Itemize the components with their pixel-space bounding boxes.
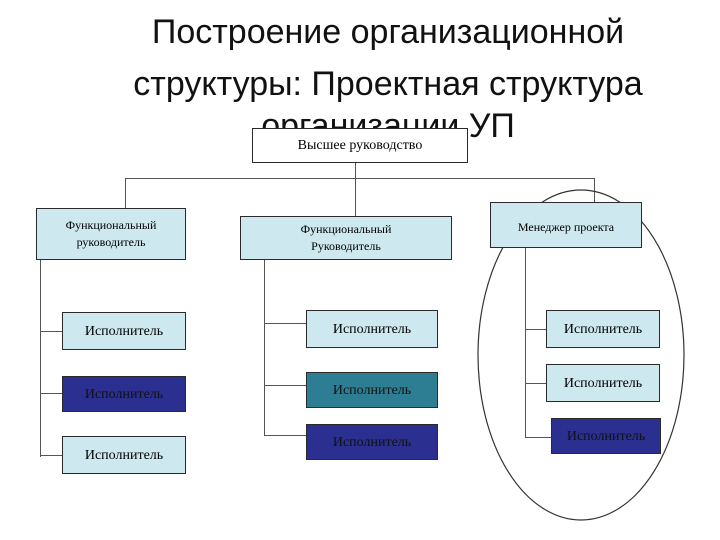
executor-col2-3: Исполнитель — [306, 424, 438, 460]
connector-col1-branch-1 — [40, 331, 62, 332]
executor-col3-2-label: Исполнитель — [563, 376, 643, 391]
connector-col3-branch-3 — [525, 437, 551, 438]
connector-col2-branch-2 — [264, 385, 306, 386]
functional-manager-1-label: Функциональный руководитель — [65, 218, 157, 249]
executor-col3-1-label: Исполнитель — [563, 321, 643, 337]
executor-col3-3: Исполнитель — [551, 418, 661, 454]
connector-col2-vertical — [264, 260, 265, 435]
executor-col2-3-label: Исполнитель — [332, 434, 412, 450]
executor-col1-1-label: Исполнитель — [84, 323, 164, 339]
executor-col2-2-label: Исполнитель — [332, 382, 412, 398]
top-management-box: Высшее руководство — [252, 128, 468, 163]
executor-col1-3-label: Исполнитель — [84, 447, 164, 463]
executor-col3-1: Исполнитель — [546, 310, 660, 348]
functional-manager-2-box: Функциональный Руководитель — [240, 216, 452, 260]
executor-col2-2: Исполнитель — [306, 372, 438, 408]
executor-col1-2: Исполнитель — [62, 376, 186, 412]
executor-col3-2: Исполнитель — [546, 364, 660, 402]
project-manager-label: Менеджер проекта — [517, 220, 615, 234]
executor-col1-1: Исполнитель — [62, 312, 186, 350]
title-line-1: Построение организационной — [151, 13, 625, 51]
connector-col3-branch-2 — [525, 383, 546, 384]
executor-col3-3-label: Исполнитель — [566, 428, 646, 444]
functional-manager-2-label: Функциональный Руководитель — [300, 222, 392, 253]
connector-col3-vertical — [525, 248, 526, 438]
executor-col1-3: Исполнитель — [62, 436, 186, 474]
connector-col1-branch-3 — [40, 455, 62, 456]
executor-col2-1: Исполнитель — [306, 310, 438, 348]
connector-col1-branch-2 — [40, 393, 62, 394]
project-manager-box: Менеджер проекта — [490, 202, 642, 248]
connector-drop-col3 — [594, 178, 595, 202]
title-line-2: структуры: Проектная структура — [133, 65, 643, 103]
executor-col1-2-label: Исполнитель — [84, 386, 164, 402]
connector-top-down — [355, 163, 356, 216]
top-management-label: Высшее руководство — [297, 138, 423, 153]
connector-drop-col1 — [125, 178, 126, 208]
connector-col3-branch-1 — [525, 329, 546, 330]
connector-col2-branch-3 — [264, 435, 306, 436]
connector-col2-branch-1 — [264, 323, 306, 324]
connector-col1-vertical — [40, 260, 41, 457]
functional-manager-1-box: Функциональный руководитель — [36, 208, 186, 260]
executor-col2-1-label: Исполнитель — [332, 322, 412, 337]
connector-top-horizontal — [125, 178, 595, 179]
